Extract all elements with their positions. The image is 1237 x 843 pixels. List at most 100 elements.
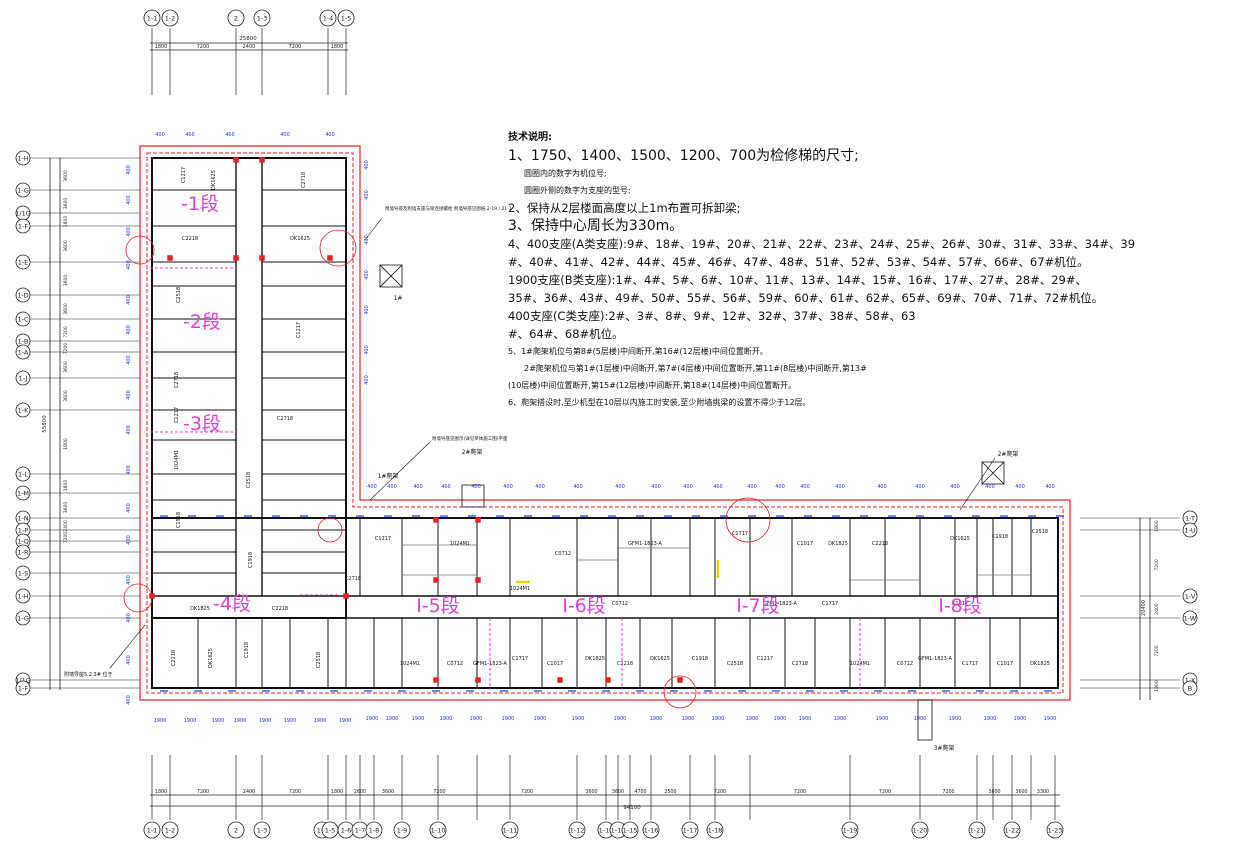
bottom-dim-text: 7200	[521, 789, 533, 795]
support-label-left: 400	[126, 260, 132, 270]
support-label-left: 400	[126, 355, 132, 365]
bottom-axis-bubble-circle	[841, 821, 859, 839]
bottom-axis-bubble-label: 1-13	[599, 827, 614, 835]
scaffold-inner	[146, 152, 1064, 694]
room-label: GFM1-1823-A	[918, 656, 952, 662]
notes-lines: 1、1750、1400、1500、1200、700为检修梯的尺寸;圆圈内的数字为…	[508, 147, 1135, 411]
leader-2	[369, 441, 431, 501]
left-axis-bubble-label: 1-H	[17, 155, 28, 163]
room-label: C1017	[952, 601, 968, 607]
top-total-dim: 25800	[239, 36, 257, 42]
support-label-main-top: 400	[683, 484, 693, 490]
note-line: 400支座(C类支座):2#、3#、8#、9#、12#、32#、37#、38#、…	[508, 309, 916, 323]
bottom-axis-bubble-circle	[911, 821, 929, 839]
right-dim-text: 7200	[1154, 645, 1160, 657]
note-line: 圆圈内的数字为机位号;	[524, 169, 607, 178]
support-label-left: 400	[126, 465, 132, 475]
note-bottom-left: 附墙导座5.2.3# 位于	[64, 671, 113, 678]
segment-label-4: -4段	[213, 593, 251, 615]
right-axis-bubble-circle	[1182, 610, 1198, 626]
room-label: 1024M1	[450, 541, 470, 547]
left-axis-bubble-label: 1-Q	[17, 538, 29, 546]
column-node	[327, 255, 333, 261]
bottom-axis-bubble-label: 1-1	[147, 827, 158, 835]
left-axis-bubble-circle	[15, 610, 31, 626]
support-label-bottom: 1900	[234, 718, 247, 724]
room-label: C2718	[174, 372, 180, 388]
bottom-axis-bubble-circle	[681, 821, 699, 839]
bottom-dim-text: 1800	[155, 789, 167, 795]
bottom-dim-text: 7200	[794, 789, 806, 795]
room-label: C1717	[822, 601, 838, 607]
room-label: C0712	[555, 551, 571, 557]
left-axis-bubble-label: 1-B	[18, 338, 29, 346]
right-axis-bubble-circle	[1182, 522, 1198, 538]
bottom-axis-bubble-circle	[642, 821, 660, 839]
scaffold-outer	[139, 145, 1071, 701]
left-dim-text: 3600	[63, 240, 69, 252]
room-label: C1918	[244, 642, 250, 658]
room-label: DK1825	[828, 541, 848, 547]
support-label-main-bottom: 1900	[799, 716, 812, 722]
room-label: C1017	[997, 661, 1013, 667]
bottom-axis-bubble-label: 1-14	[611, 827, 626, 835]
room-label: C2718	[301, 172, 307, 188]
top-axis-bubble-label: 1-2	[165, 15, 176, 23]
support-label-bottom: 1900	[259, 718, 272, 724]
segment-label-1: -1段	[181, 193, 219, 215]
left-dim-text: 3600	[63, 361, 69, 373]
top-axis-bubble-circle	[161, 9, 179, 27]
room-label: C2518	[246, 472, 252, 488]
support-label-main-top: 400	[471, 484, 481, 490]
support-label-main-top: 400	[651, 484, 661, 490]
column-node	[167, 255, 173, 261]
support-label-left: 400	[126, 535, 132, 545]
room-label: C0712	[612, 601, 628, 607]
support-label-main-bottom: 1900	[682, 716, 695, 722]
left-axis-bubble-circle	[15, 254, 31, 270]
support-label-main-bottom: 1900	[876, 716, 889, 722]
top-dim-text: 1800	[155, 44, 168, 50]
left-axis-bubble-circle	[15, 544, 31, 560]
bottom-axis-bubble-circle	[365, 821, 383, 839]
support-label-main-top: 400	[1015, 484, 1025, 490]
bottom-axis-bubble-label: 1-19	[843, 827, 858, 835]
column-node	[605, 677, 611, 683]
left-axis-bubble-label: 1/1G	[15, 677, 31, 685]
bottom-dim-text: 3600	[1015, 789, 1027, 795]
left-axis-bubble-circle	[15, 565, 31, 581]
bottom-axis-bubble-label: 1-2	[165, 827, 176, 835]
support-label-main-top: 400	[950, 484, 960, 490]
segment-label-8: I-8段	[938, 595, 982, 617]
note-line: 3、保持中心周长为330m。	[508, 218, 684, 234]
note-line: 1900支座(B类支座):1#、4#、5#、6#、10#、11#、13#、14#…	[508, 273, 1088, 287]
support-label-main-bottom: 1900	[834, 716, 847, 722]
room-label: C1918	[692, 656, 708, 662]
support-label-right: 400	[364, 345, 370, 355]
column-node	[259, 255, 265, 261]
top-axis-bubble-circle	[253, 9, 271, 27]
left-axis-bubble-label: 1-D	[17, 292, 29, 300]
room-label: C1717	[962, 661, 978, 667]
left-axis-bubble-label: 1-F	[18, 685, 28, 693]
right-axis-bubble-label: 1-T	[1185, 515, 1195, 523]
bottom-axis-bubble-label: 1-22	[1005, 827, 1020, 835]
left-axis-bubble-circle	[15, 466, 31, 482]
note-top: 附墙导座见图示(详见单体施工图)平面	[432, 435, 508, 442]
room-label: DK1625	[208, 648, 214, 668]
support-label-main-top: 400	[713, 484, 723, 490]
room-label: C2218	[617, 661, 633, 667]
bottom-axis-bubble-label: 1-23	[1048, 827, 1063, 835]
support-label-left: 400	[126, 390, 132, 400]
bottom-axis-bubble-label: 1-16	[644, 827, 659, 835]
unit-label-3: 3#爬架	[934, 744, 955, 752]
support-label-main-top: 400	[915, 484, 925, 490]
segment-label-3: -3段	[183, 413, 221, 435]
top-axis-bubble-label: 1-5	[341, 15, 352, 23]
support-label-main-bottom: 1900	[984, 716, 997, 722]
room-label: DK1625	[650, 656, 670, 662]
support-label-main-top: 400	[985, 484, 995, 490]
support-label-bottom: 1900	[314, 718, 327, 724]
column-node	[433, 677, 439, 683]
left-axis-bubble-label: 1-H	[17, 593, 28, 601]
